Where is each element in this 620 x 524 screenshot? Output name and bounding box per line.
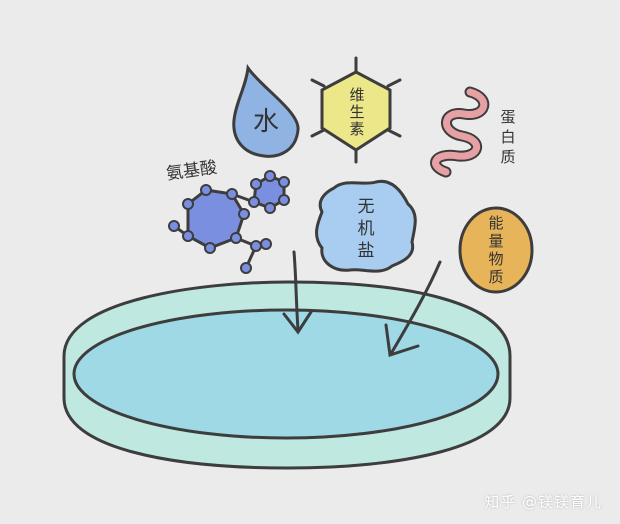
water-drop: 水 [232,63,300,158]
protein-label-2: 白 [500,128,515,146]
arrow-right [384,260,442,357]
inorganic-salt-crystal: 无 机 盐 [315,179,417,273]
vitamin-label-3: 素 [349,120,364,138]
vitamin-label-2: 生 [349,103,364,121]
amino-acid-label: 氨基酸 [165,158,218,185]
protein-label-1: 蛋 [500,108,515,126]
inorganic-salt-label-2: 机 [358,219,375,239]
inorganic-salt-label-3: 盐 [358,241,375,261]
water-label: 水 [253,107,279,137]
energy-substance-circle: 能 量 物 质 [458,206,534,294]
energy-label-2: 量 [488,232,503,250]
inorganic-salt-label-1: 无 [358,197,375,217]
amino-acid-molecule [168,170,290,274]
protein-label-3: 质 [500,148,515,166]
energy-label-1: 能 [488,214,503,232]
watermark: 知乎 @镁镁育儿 [484,493,602,511]
petri-dish [62,280,512,470]
petri-dish-medium [72,308,500,440]
protein-ribbon: 蛋 白 质 [430,86,516,178]
energy-label-4: 质 [488,268,503,286]
vitamin-label-1: 维 [349,86,364,104]
energy-label-3: 物 [488,250,503,268]
vitamin-hexagon: 维 生 素 [310,56,402,164]
arrow-left [282,250,313,335]
